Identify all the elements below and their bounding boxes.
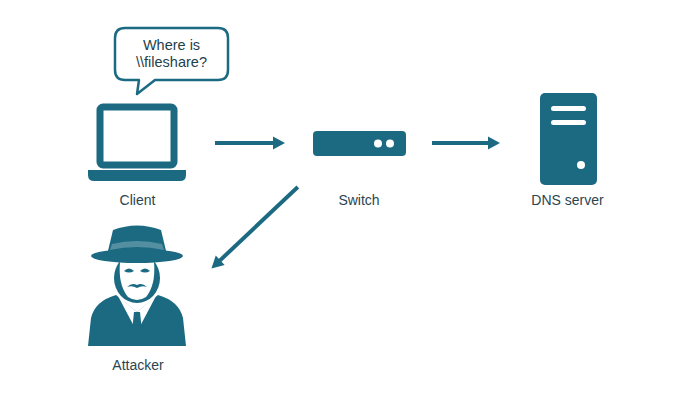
arrowhead <box>211 256 224 269</box>
arrowhead <box>488 137 500 150</box>
attacker-node: Attacker <box>82 222 194 377</box>
attacker-icon <box>88 226 186 347</box>
node-label: DNS server <box>510 192 625 209</box>
connector-line <box>215 141 275 145</box>
speech-bubble: Where is \\fileshare? <box>115 28 228 80</box>
server-icon <box>540 93 597 185</box>
client-node: Client <box>85 100 190 212</box>
server-node: DNS server <box>520 88 615 212</box>
node-label: Client <box>75 192 200 209</box>
arrow-connector <box>215 136 285 149</box>
switch-icon <box>313 131 406 156</box>
arrow-connector <box>211 187 297 268</box>
node-label: Attacker <box>72 357 204 374</box>
laptop-icon <box>88 107 186 181</box>
arrowhead <box>273 136 285 149</box>
connector-line <box>432 141 490 145</box>
switch-node: Switch <box>300 122 418 212</box>
node-label: Switch <box>290 192 428 209</box>
arrow-connector <box>432 137 500 150</box>
bubble-text: Where is \\fileshare? <box>115 37 228 71</box>
connector-line <box>219 187 298 262</box>
